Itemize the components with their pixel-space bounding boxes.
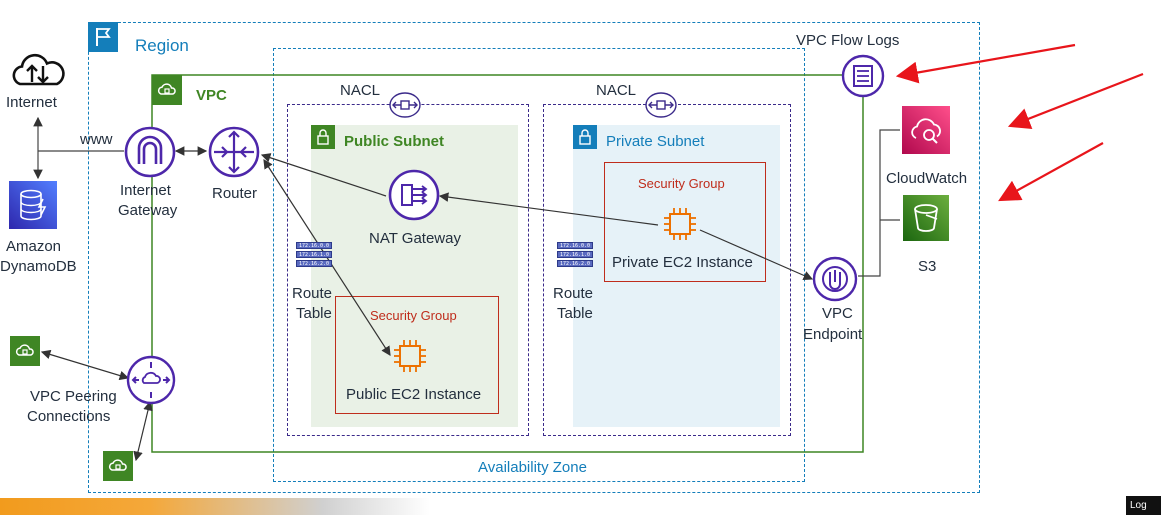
route-table-row: 172.16.0.0	[557, 242, 593, 249]
flow-logs-icon	[841, 54, 885, 98]
dynamodb-label-1: Amazon	[6, 238, 62, 255]
route-table-row: 172.16.1.0	[557, 251, 593, 258]
cloudwatch-icon	[902, 106, 950, 154]
slide-footer-bar	[0, 498, 430, 515]
vpc-peering-label-2: Connections	[27, 408, 111, 425]
router-label: Router	[212, 185, 258, 202]
private-subnet-label: Private Subnet	[606, 133, 705, 150]
ec2-chip-icon	[394, 340, 426, 372]
nacl-left-label: NACL	[340, 82, 381, 99]
nat-gateway-label: NAT Gateway	[369, 230, 461, 247]
ec2-chip-icon	[664, 208, 696, 240]
www-label: www	[80, 131, 113, 148]
security-group-private	[604, 162, 766, 282]
public-ec2-label: Public EC2 Instance	[346, 386, 482, 403]
nacl-right-label: NACL	[596, 82, 637, 99]
vpc-label: VPC	[196, 87, 227, 104]
lock-icon	[311, 125, 335, 149]
private-subnet	[573, 125, 780, 427]
dynamodb-icon	[9, 181, 57, 229]
security-group-private-label: Security Group	[638, 176, 725, 191]
nat-gateway-icon	[388, 169, 440, 221]
log-badge[interactable]: Log	[1126, 496, 1161, 515]
vpc-endpoint-icon	[812, 256, 858, 302]
route-table-row: 172.16.0.0	[296, 242, 332, 249]
route-table-right-label-1: Route	[553, 285, 594, 302]
vpc-cloud-icon	[10, 336, 40, 366]
private-ec2-label: Private EC2 Instance	[612, 254, 753, 271]
dynamodb-label-2: DynamoDB	[0, 258, 77, 275]
route-table-row: 172.16.2.0	[296, 260, 332, 267]
vpc-flow-logs-label: VPC Flow Logs	[796, 32, 900, 49]
nacl-icon	[645, 92, 677, 118]
availability-zone-label: Availability Zone	[478, 459, 587, 476]
router-icon	[208, 126, 260, 178]
region-container	[88, 22, 980, 493]
lock-icon	[573, 125, 597, 149]
route-table-right-label-2: Table	[557, 305, 593, 322]
public-subnet-label: Public Subnet	[344, 133, 445, 150]
route-table-left-label-1: Route	[292, 285, 333, 302]
internet-gateway-label-2: Gateway	[118, 202, 178, 219]
peering-icon	[126, 355, 176, 405]
vpc-endpoint-label-1: VPC	[822, 305, 853, 322]
route-table-row: 172.16.1.0	[296, 251, 332, 258]
route-table-icon: 172.16.0.0 172.16.1.0 172.16.2.0	[557, 242, 593, 269]
flag-icon	[88, 22, 118, 52]
internet-label: Internet	[6, 94, 57, 111]
route-table-icon: 172.16.0.0 172.16.1.0 172.16.2.0	[296, 242, 332, 269]
s3-label: S3	[918, 258, 937, 275]
nacl-icon	[389, 92, 421, 118]
route-table-left-label-2: Table	[296, 305, 332, 322]
vpc-cloud-icon	[103, 451, 133, 481]
route-table-row: 172.16.2.0	[557, 260, 593, 267]
cloud-updown-icon	[12, 53, 65, 86]
vpc-cloud-icon	[152, 75, 182, 105]
vpc-peering-label-1: VPC Peering	[30, 388, 117, 405]
s3-bucket-icon	[903, 195, 949, 241]
cloudwatch-label: CloudWatch	[886, 170, 968, 187]
internet-gateway-label-1: Internet	[120, 182, 171, 199]
internet-gateway-icon	[124, 126, 176, 178]
region-label: Region	[135, 36, 189, 55]
security-group-public-label: Security Group	[370, 308, 457, 323]
vpc-endpoint-label-2: Endpoint	[803, 326, 863, 343]
